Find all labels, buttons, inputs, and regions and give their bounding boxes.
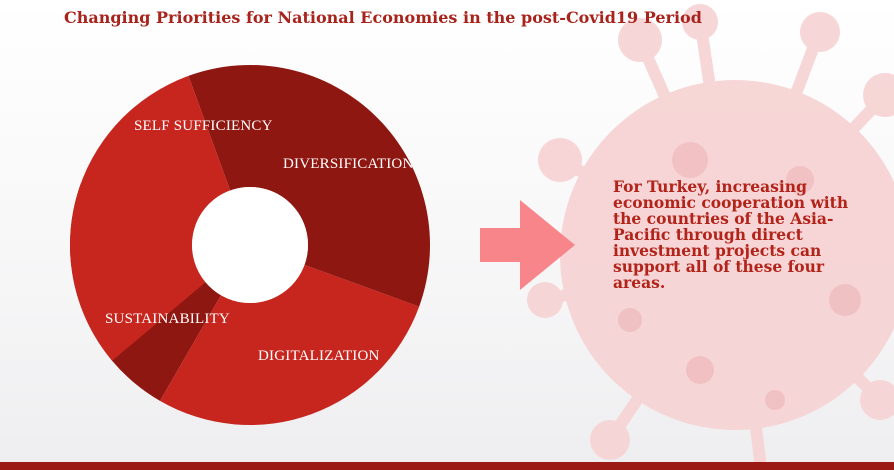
segment-label-self-sufficiency: SELF SUFFICIENCY — [134, 118, 273, 134]
ring-segment-self-sufficiency — [70, 75, 231, 361]
segment-label-digitalization: DIGITALIZATION — [258, 348, 380, 364]
segment-label-diversification: DIVERSIFICATION — [283, 156, 414, 172]
callout-text: For Turkey, increasing economic cooperat… — [613, 177, 849, 292]
ring-center-hole — [192, 187, 308, 303]
ring-segment-diversification — [188, 65, 430, 307]
right-arrow-icon — [480, 200, 575, 290]
bottom-bar — [0, 462, 894, 470]
page-title: Changing Priorities for National Economi… — [64, 8, 702, 27]
ring-segment-digitalization — [160, 264, 420, 425]
segment-label-sustainability: SUSTAINABILITY — [105, 311, 230, 327]
